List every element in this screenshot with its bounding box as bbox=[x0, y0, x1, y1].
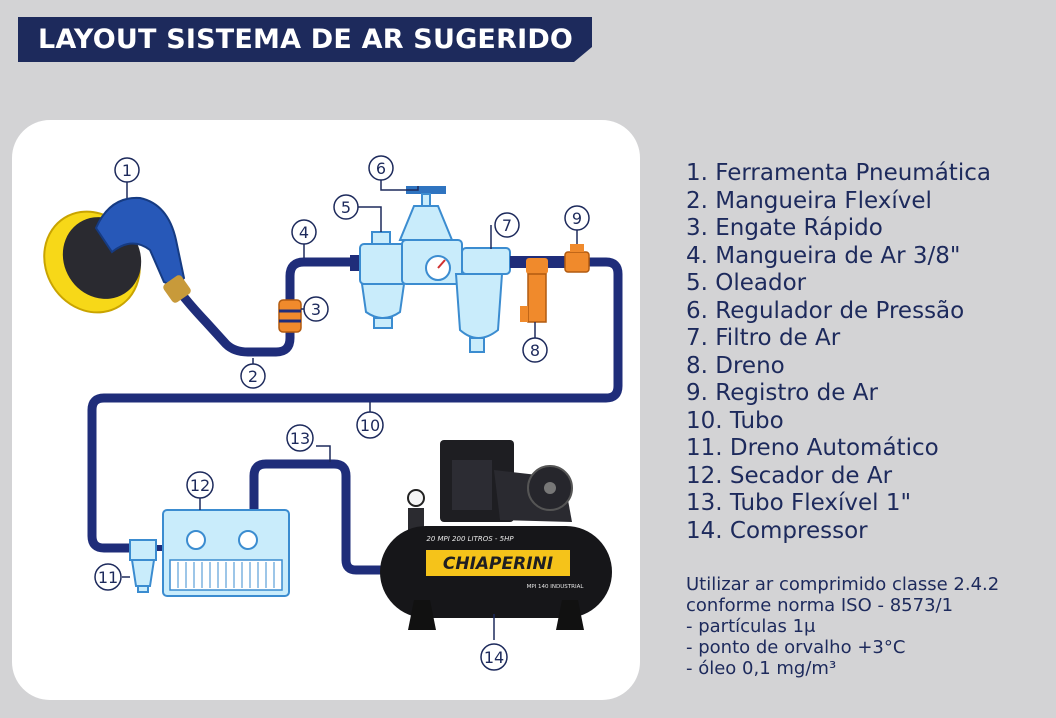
callout-2-circle bbox=[240, 363, 266, 389]
legend-item: 7. Filtro de Ar bbox=[686, 325, 841, 351]
pressure-regulator-icon bbox=[398, 186, 463, 285]
flexible-hose bbox=[175, 257, 365, 357]
callout-11-circle bbox=[94, 563, 122, 591]
callout-3-circle bbox=[303, 296, 329, 322]
air-dryer-icon bbox=[162, 509, 290, 597]
note-line: - ponto de orvalho +3°C bbox=[686, 637, 906, 658]
legend-item: 2. Mangueira Flexível bbox=[686, 187, 932, 214]
callout-10-circle bbox=[356, 411, 384, 439]
title-banner: LAYOUT SISTEMA DE AR SUGERIDO bbox=[18, 17, 592, 62]
legend-item: 5. Oleador bbox=[686, 270, 807, 296]
legend-item: 3. Engate Rápido bbox=[686, 215, 883, 241]
legend-item: 10. Tubo bbox=[686, 407, 784, 434]
random-orbital-sander-icon bbox=[43, 196, 191, 314]
quick-coupler-icon bbox=[278, 299, 302, 333]
legend-item: 6. Regulador de Pressão bbox=[686, 297, 965, 324]
legend-item: 4. Mangueira de Ar 3/8" bbox=[686, 242, 961, 269]
callout-13-label: 13 bbox=[290, 429, 310, 448]
callout-12-label: 12 bbox=[190, 476, 210, 495]
callout-6-line bbox=[380, 180, 419, 191]
flexible-pipe-1-inch bbox=[249, 459, 391, 575]
callout-6-label: 6 bbox=[376, 159, 386, 178]
callout-8-circle bbox=[522, 337, 548, 363]
callout-9-circle bbox=[564, 205, 590, 231]
callout-14-label: 14 bbox=[484, 648, 504, 667]
air-valve-icon bbox=[564, 244, 590, 273]
callout-5-line bbox=[358, 206, 382, 232]
callout-1-circle bbox=[114, 157, 140, 183]
compressor-badge: MPI 140 INDUSTRIAL bbox=[527, 584, 585, 590]
distribution-pipe bbox=[87, 257, 623, 553]
drain-icon bbox=[520, 258, 548, 323]
lubricator-icon bbox=[350, 231, 407, 329]
legend-item: 12. Secador de Ar bbox=[686, 462, 893, 489]
callout-4-label: 4 bbox=[299, 223, 309, 242]
callout-5-label: 5 bbox=[341, 198, 351, 217]
callout-1-label: 1 bbox=[122, 161, 132, 180]
legend-item: 11. Dreno Automático bbox=[686, 435, 939, 461]
air-quality-notes: Utilizar ar comprimido classe 2.4.2 conf… bbox=[686, 574, 1046, 679]
automatic-drain-icon bbox=[129, 539, 157, 593]
component-legend: 1. Ferramenta Pneumática 2. Mangueira Fl… bbox=[686, 160, 1046, 545]
legend-item: 8. Dreno bbox=[686, 352, 785, 379]
air-filter-icon bbox=[454, 247, 574, 353]
title-banner-shape bbox=[18, 17, 592, 62]
compressor-brand: CHIAPERINI bbox=[443, 554, 553, 574]
callout-14-circle bbox=[480, 643, 508, 671]
note-line: Utilizar ar comprimido classe 2.4.2 bbox=[686, 574, 1000, 595]
note-line: - partículas 1μ bbox=[686, 616, 816, 637]
legend-list: 1. Ferramenta Pneumática 2. Mangueira Fl… bbox=[686, 160, 1046, 545]
callout-13-circle bbox=[286, 424, 314, 452]
callout-7-circle bbox=[494, 212, 520, 238]
compressor-model-line: 20 MPI 200 LITROS - 5HP bbox=[426, 535, 514, 543]
air-compressor-icon: CHIAPERINI 20 MPI 200 LITROS - 5HP MPI 1… bbox=[380, 440, 612, 630]
callout-9-label: 9 bbox=[572, 209, 582, 228]
note-line: - óleo 0,1 mg/m³ bbox=[686, 658, 837, 679]
note-line: conforme norma ISO - 8573/1 bbox=[686, 595, 954, 616]
legend-item: 9. Registro de Ar bbox=[686, 380, 878, 406]
callout-8-label: 8 bbox=[530, 341, 540, 360]
callout-13-line bbox=[316, 445, 331, 462]
callout-5-circle bbox=[333, 194, 359, 220]
callout-3-label: 3 bbox=[311, 300, 321, 319]
callout-2-label: 2 bbox=[248, 367, 258, 386]
callout-7-label: 7 bbox=[502, 216, 512, 235]
legend-item: 14. Compressor bbox=[686, 517, 868, 544]
callout-11-label: 11 bbox=[98, 568, 118, 587]
callout-4-circle bbox=[291, 219, 317, 245]
callout-10-label: 10 bbox=[360, 416, 380, 435]
callout-6-circle bbox=[368, 155, 394, 181]
legend-item: 13. Tubo Flexível 1" bbox=[686, 490, 912, 516]
callout-12-circle bbox=[186, 471, 214, 499]
page-title: LAYOUT SISTEMA DE AR SUGERIDO bbox=[38, 24, 574, 55]
legend-item: 1. Ferramenta Pneumática bbox=[686, 160, 991, 186]
